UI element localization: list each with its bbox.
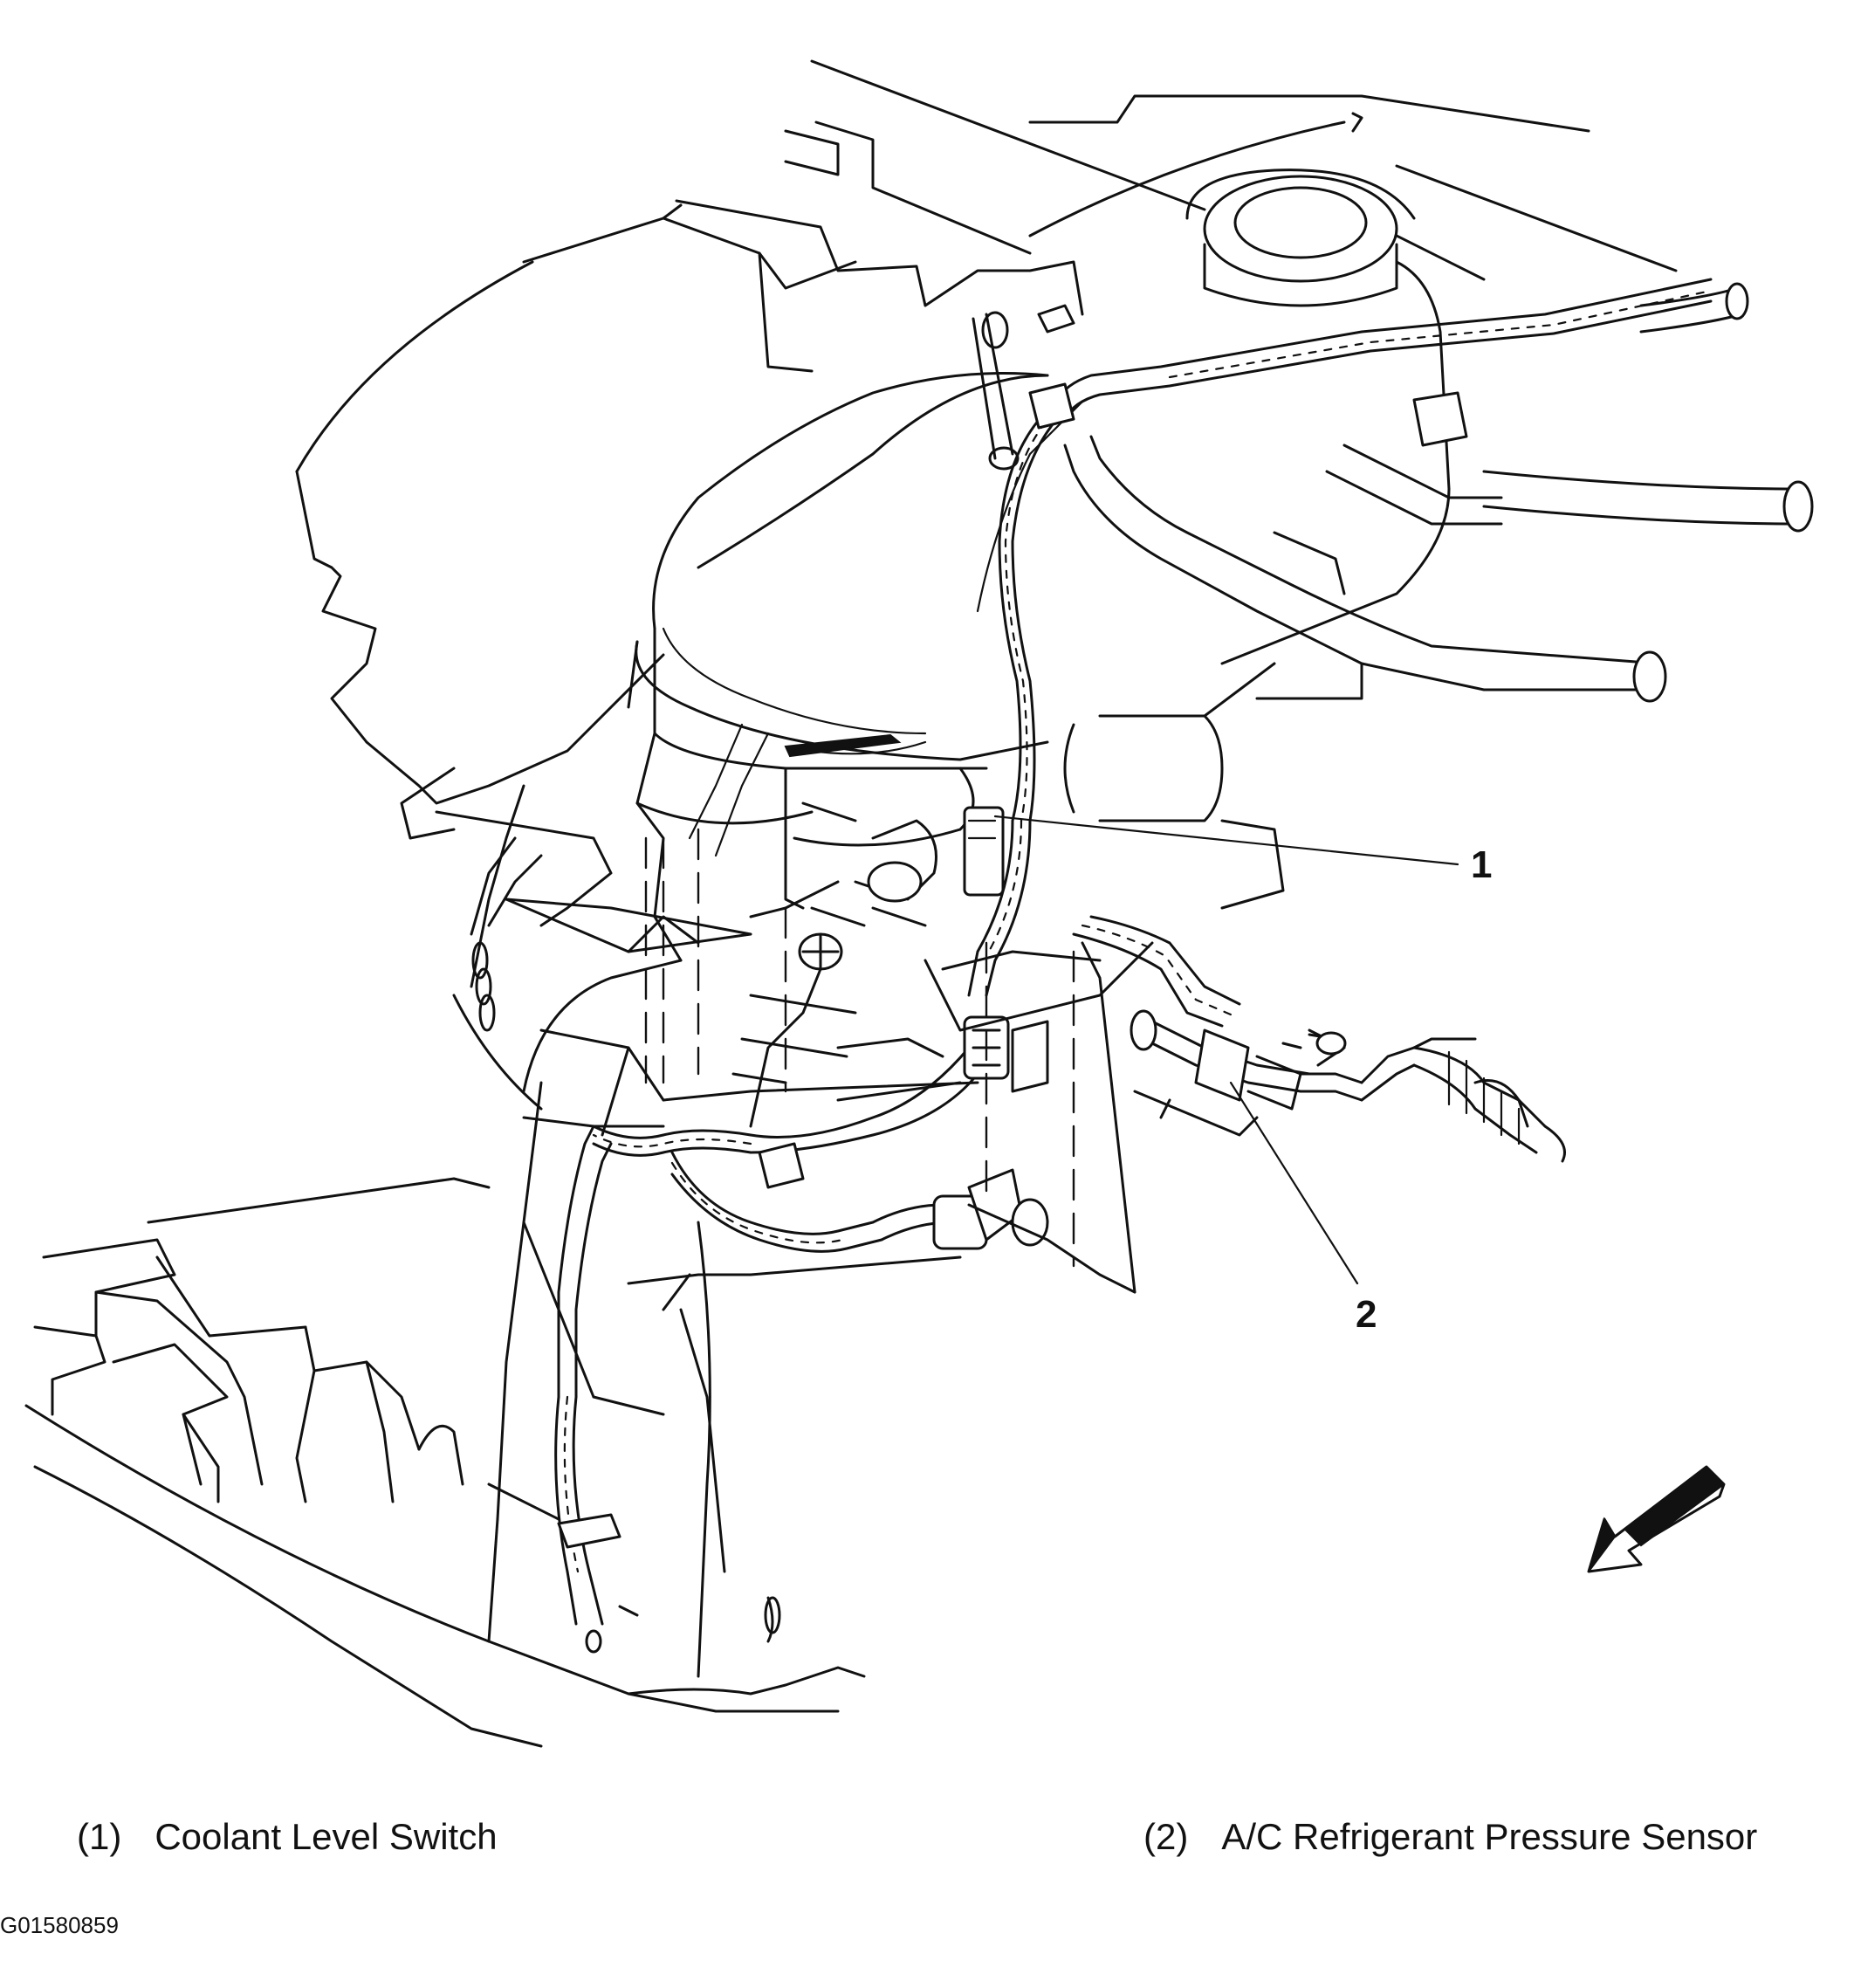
front-lower-panel bbox=[26, 1179, 864, 1746]
legend-label-1: Coolant Level Switch bbox=[154, 1816, 498, 1857]
legend-number-1: (1) bbox=[77, 1816, 122, 1857]
wiring-harness bbox=[556, 279, 1711, 1624]
legend-label-2: A/C Refrigerant Pressure Sensor bbox=[1221, 1816, 1758, 1857]
ac-refrigerant-line bbox=[1131, 1011, 1565, 1161]
lower-core-support bbox=[402, 768, 1152, 1676]
harness-connectors bbox=[559, 306, 1466, 1547]
coolant-reservoir bbox=[471, 170, 1449, 987]
upper-body-panel bbox=[297, 61, 1676, 803]
legend-number-2: (2) bbox=[1143, 1816, 1189, 1857]
callout-number-2: 2 bbox=[1356, 1293, 1377, 1336]
figure-id: G01580859 bbox=[0, 1912, 119, 1938]
legend-item-coolant-level-switch: (1) Coolant Level Switch bbox=[77, 1816, 498, 1858]
callout-leaders bbox=[995, 816, 1458, 1283]
legend-item-ac-pressure-sensor: (2) A/C Refrigerant Pressure Sensor bbox=[1143, 1816, 1757, 1858]
callout-number-1: 1 bbox=[1471, 843, 1492, 886]
front-direction-arrow-icon bbox=[1589, 1467, 1724, 1572]
coolant-hoses bbox=[855, 284, 1812, 908]
